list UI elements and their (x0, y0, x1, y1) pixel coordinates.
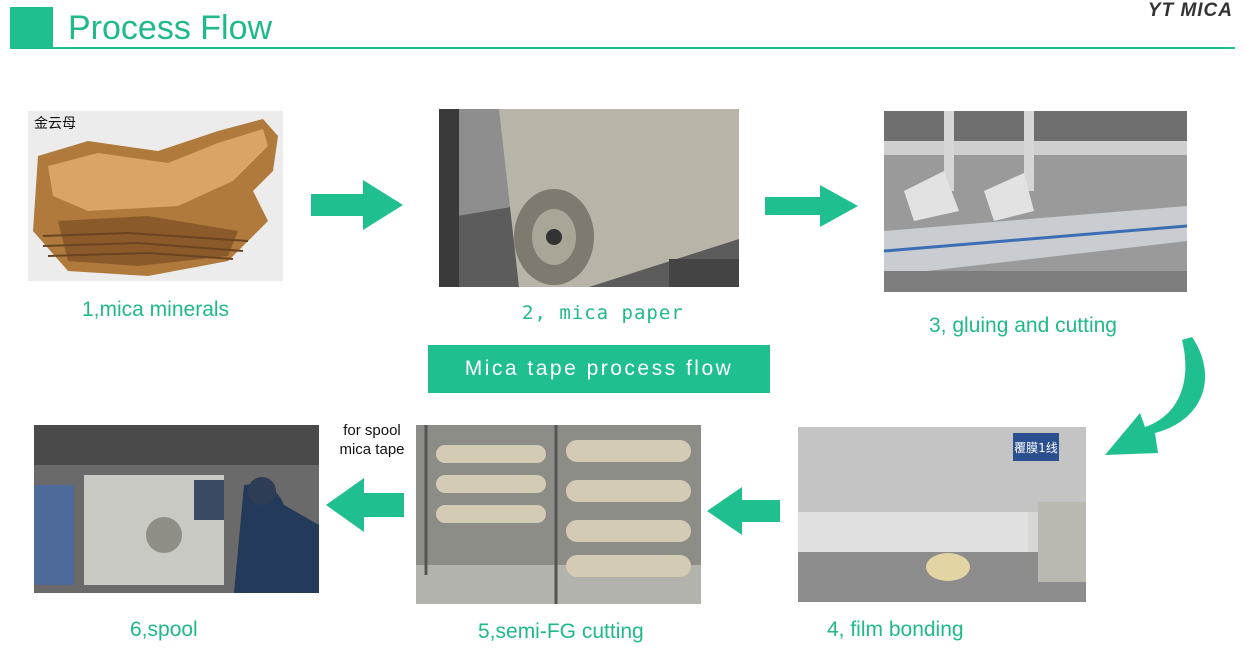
note-for-spool: for spool mica tape (332, 421, 412, 459)
photo-mica-paper (439, 109, 739, 287)
title-accent-block (10, 7, 53, 47)
photo-semi-fg-cutting (416, 425, 701, 604)
photo-label-mica: 金云母 (34, 116, 76, 132)
caption-step-4: 4, film bonding (827, 618, 964, 641)
caption-step-1: 1,mica minerals (82, 298, 230, 321)
arrow-curved-down-icon (1100, 335, 1212, 470)
photo-film-bonding: 覆膜1线 (798, 427, 1086, 602)
caption-step-2: 2, mica paper (522, 302, 684, 324)
photo-gluing-line (884, 111, 1187, 292)
caption-step-3: 3, gluing and cutting (929, 314, 1117, 337)
arrow-right-icon (311, 180, 403, 230)
caption-step-6: 6,spool (130, 618, 198, 641)
process-banner: Mica tape process flow (428, 345, 770, 393)
title-divider (10, 47, 1235, 49)
brand-logo-text: YT MICA (1147, 0, 1233, 21)
page-title: Process Flow (68, 9, 273, 47)
caption-step-5: 5,semi-FG cutting (478, 620, 644, 643)
note-line-1: for spool (343, 422, 401, 439)
photo-sign-line: 覆膜1线 (1014, 441, 1058, 455)
arrow-left-icon (707, 487, 780, 535)
photo-mica-minerals: 金云母 (28, 111, 283, 281)
arrow-left-icon (326, 478, 404, 532)
note-line-2: mica tape (339, 441, 405, 458)
photo-spool (34, 425, 319, 593)
arrow-right-icon (765, 185, 858, 227)
